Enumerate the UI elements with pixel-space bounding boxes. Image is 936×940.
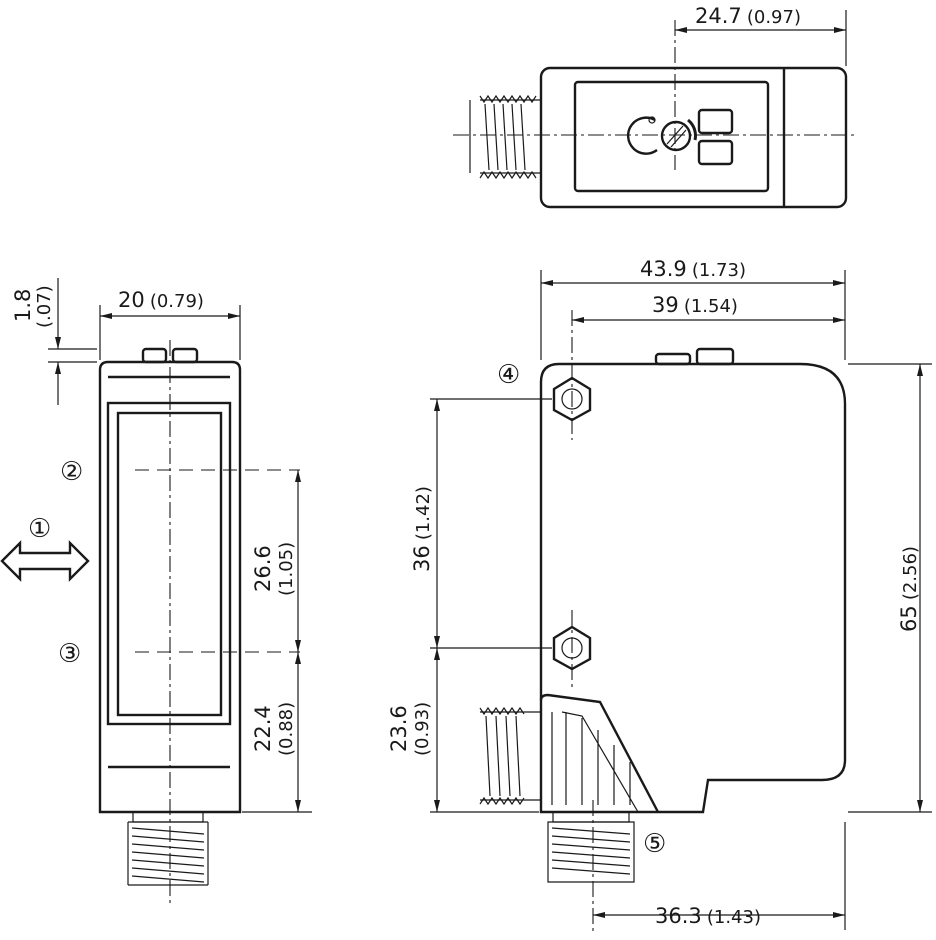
top-housing: [539, 66, 848, 209]
dim-side-width: 39 (1.54): [652, 293, 738, 317]
callout-3: ③: [58, 639, 81, 669]
top-view: 24.7 (0.97): [453, 4, 857, 209]
side-view: 43.9 (1.73) 39 (1.54) 65 (2.56) 36 (1.42…: [387, 257, 932, 935]
double-arrow-icon: [0, 540, 90, 582]
callout-4: ④: [497, 360, 520, 390]
side-connector: [479, 706, 541, 806]
dim-top-width: 24.7 (0.97): [695, 4, 801, 28]
led-indicator-top: [697, 108, 734, 135]
top-connector: [469, 94, 541, 180]
bottom-connector: [547, 811, 635, 883]
dim-side-connector: 36.3 (1.43): [655, 904, 761, 928]
front-tab: [141, 347, 168, 364]
dim-front-width: 20 (0.79): [118, 288, 204, 312]
side-tab: [654, 352, 692, 366]
side-housing: [539, 362, 847, 814]
side-tab: [695, 347, 735, 366]
front-window-inner: [116, 411, 223, 717]
dim-front-tab: 1.8: [11, 289, 35, 322]
dim-side-hole-spacing: 36 (1.42): [410, 486, 434, 572]
dim-front-tab-inch: (.07): [34, 285, 55, 328]
dim-front-upper-inch: (1.05): [276, 542, 297, 596]
front-view: 26.6 (1.05) 22.4 (0.88) 20 (0.79) 1.8 (.…: [0, 278, 312, 905]
callout-2: ②: [60, 457, 83, 487]
dim-front-lower: 22.4: [251, 705, 275, 752]
connector-housing: [539, 693, 660, 813]
led-indicator-bottom: [697, 139, 734, 166]
dim-side-height: 65 (2.56): [897, 546, 921, 632]
dim-front-lower-inch: (0.88): [276, 702, 297, 756]
top-panel: [573, 80, 770, 193]
callout-5: ⑤: [643, 829, 666, 859]
front-window-outer: [106, 401, 232, 726]
dim-front-upper: 26.6: [251, 545, 275, 592]
front-tab: [171, 347, 199, 364]
dim-side-total-width: 43.9 (1.73): [640, 257, 746, 281]
dim-side-lower-inch: (0.93): [412, 702, 433, 756]
dim-side-lower: 23.6: [387, 705, 411, 752]
front-housing: [98, 360, 242, 814]
callout-1: ①: [28, 514, 51, 544]
front-connector: [127, 811, 209, 886]
potentiometer-icon: [626, 116, 697, 155]
